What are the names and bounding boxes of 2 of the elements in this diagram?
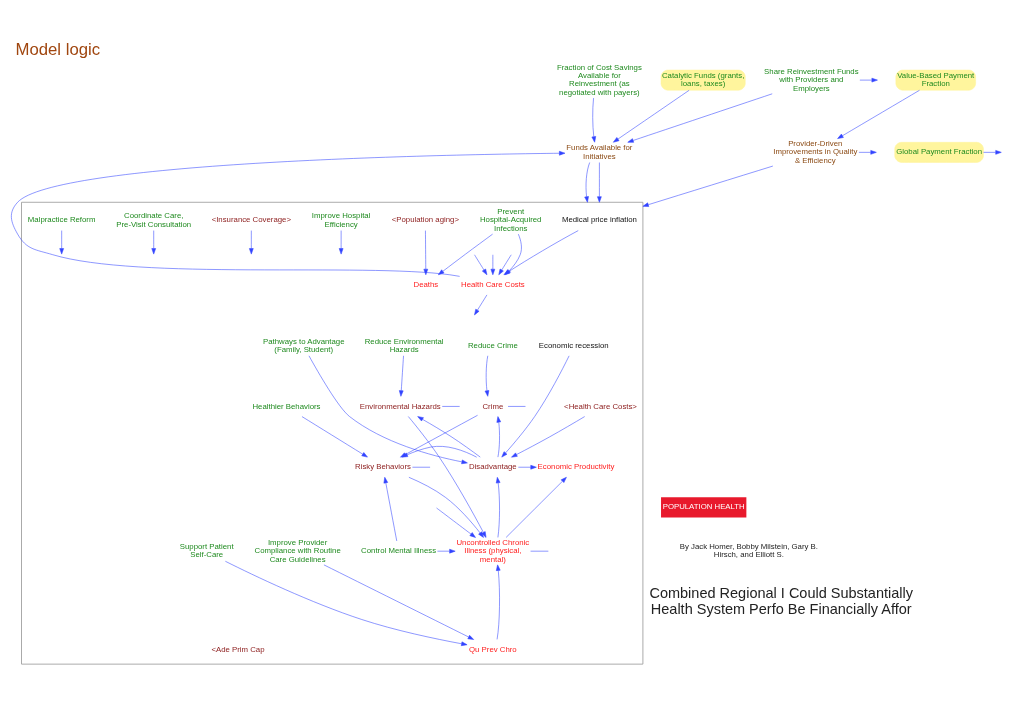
diagram-title: Model logic: [15, 39, 100, 59]
label: Combined Regional I Could Substantially Health System Perfo Be Financially Affor: [648, 584, 913, 617]
